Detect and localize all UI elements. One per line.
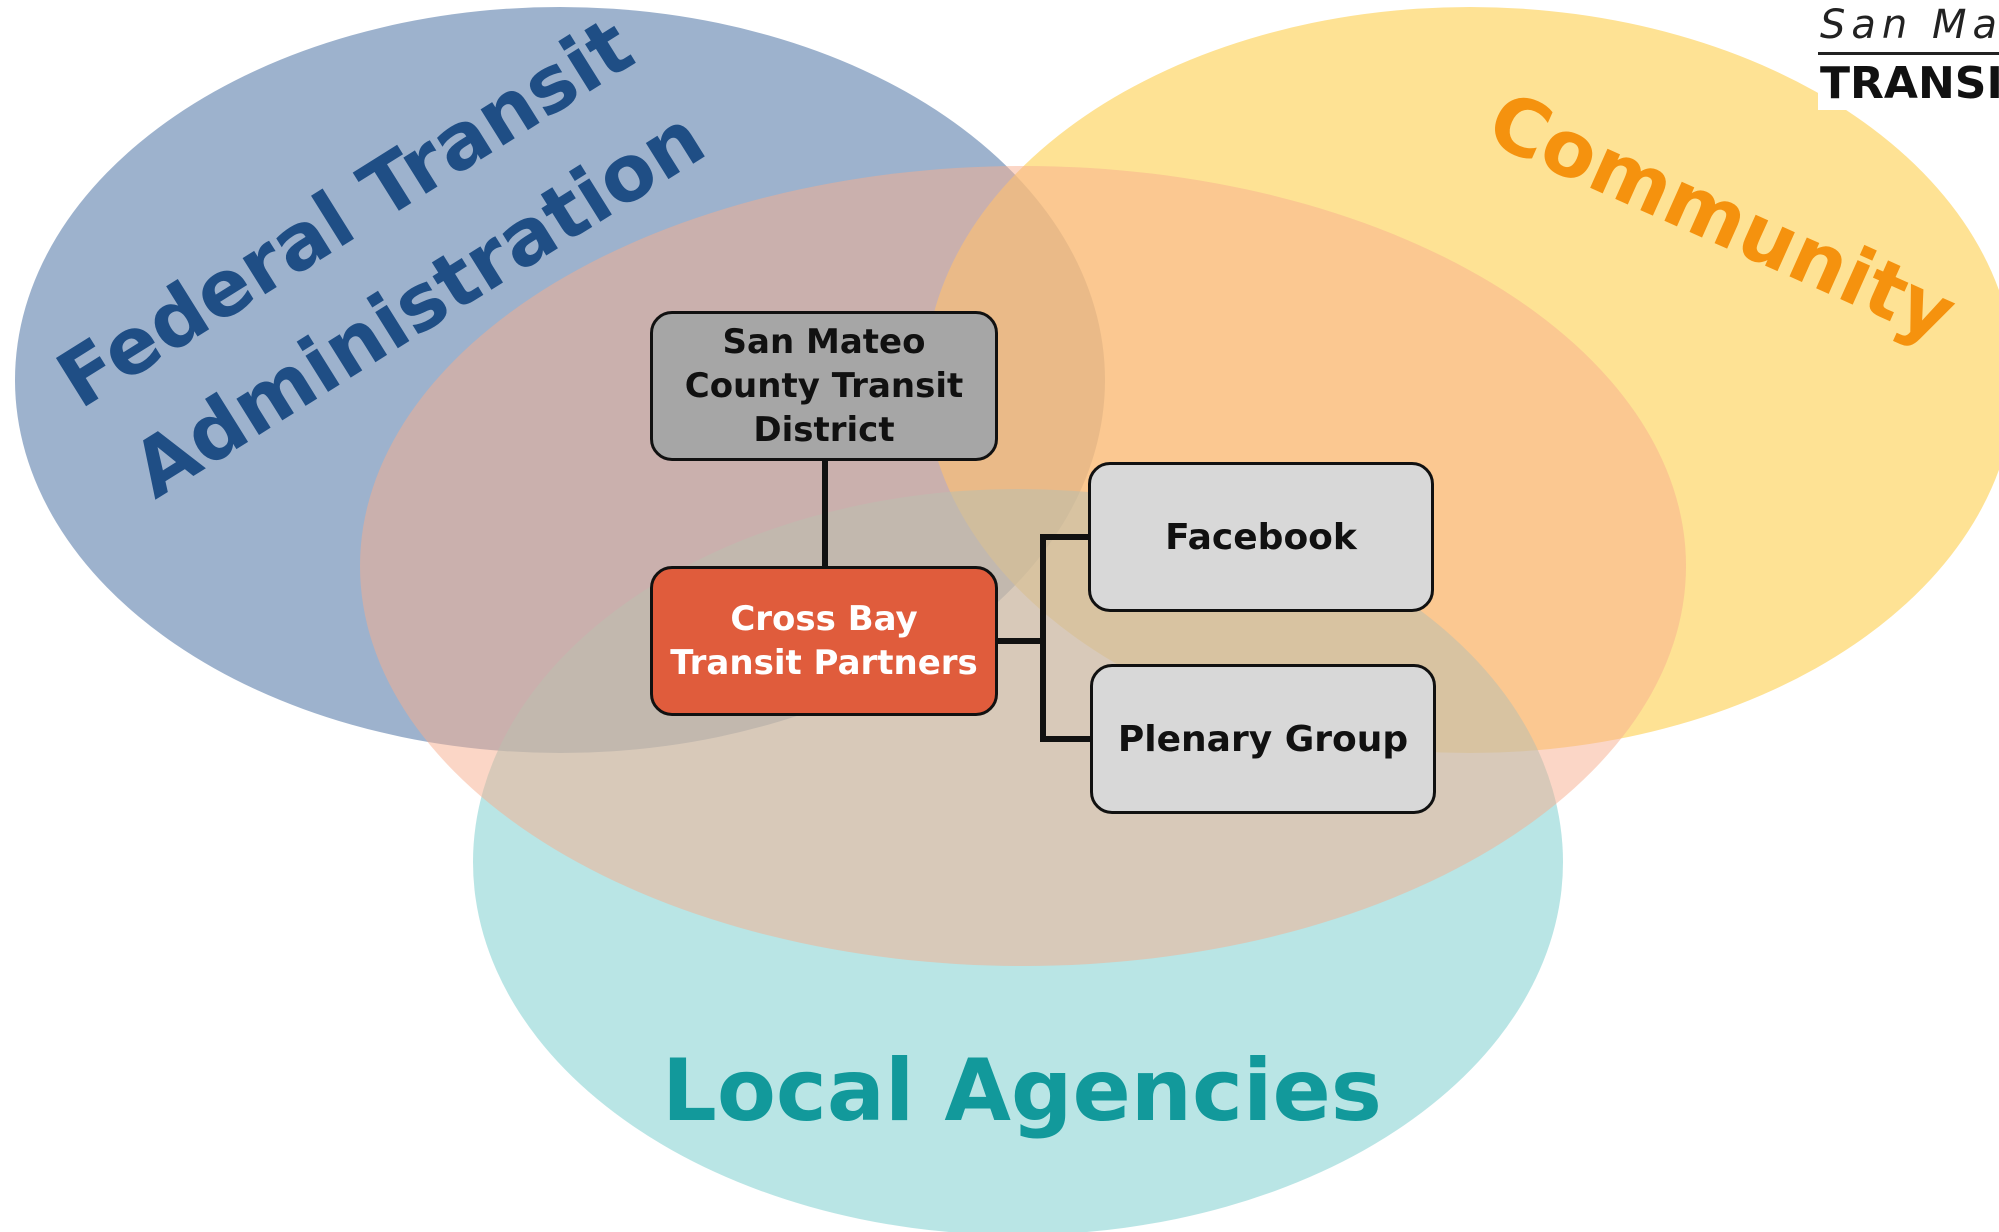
logo-text-line1: San Ma: [1820, 2, 1999, 48]
plenary-group-label: Plenary Group: [1117, 718, 1409, 760]
connector-cbtp-partners: [998, 534, 1088, 644]
facebook-box: Facebook: [1088, 462, 1434, 612]
san-mateo-county-transit-district-box: San Mateo County Transit District: [650, 311, 998, 461]
facebook-label: Facebook: [1165, 516, 1357, 558]
plenary-group-box: Plenary Group: [1090, 664, 1436, 814]
connector-cbtp-plenary: [1040, 641, 1090, 742]
logo-rule: [1818, 52, 1999, 55]
local-agencies-label: Local Agencies: [662, 1041, 1382, 1141]
samtrans-logo: San Ma TRANSI: [1818, 0, 1999, 110]
logo-text-line2: TRANSI: [1820, 58, 1999, 109]
san-mateo-county-transit-district-label: San Mateo County Transit District: [684, 322, 964, 450]
center-circle: [360, 166, 1686, 966]
cross-bay-transit-partners-box: Cross Bay Transit Partners: [650, 566, 998, 716]
cross-bay-transit-partners-label: Cross Bay Transit Partners: [670, 599, 978, 683]
